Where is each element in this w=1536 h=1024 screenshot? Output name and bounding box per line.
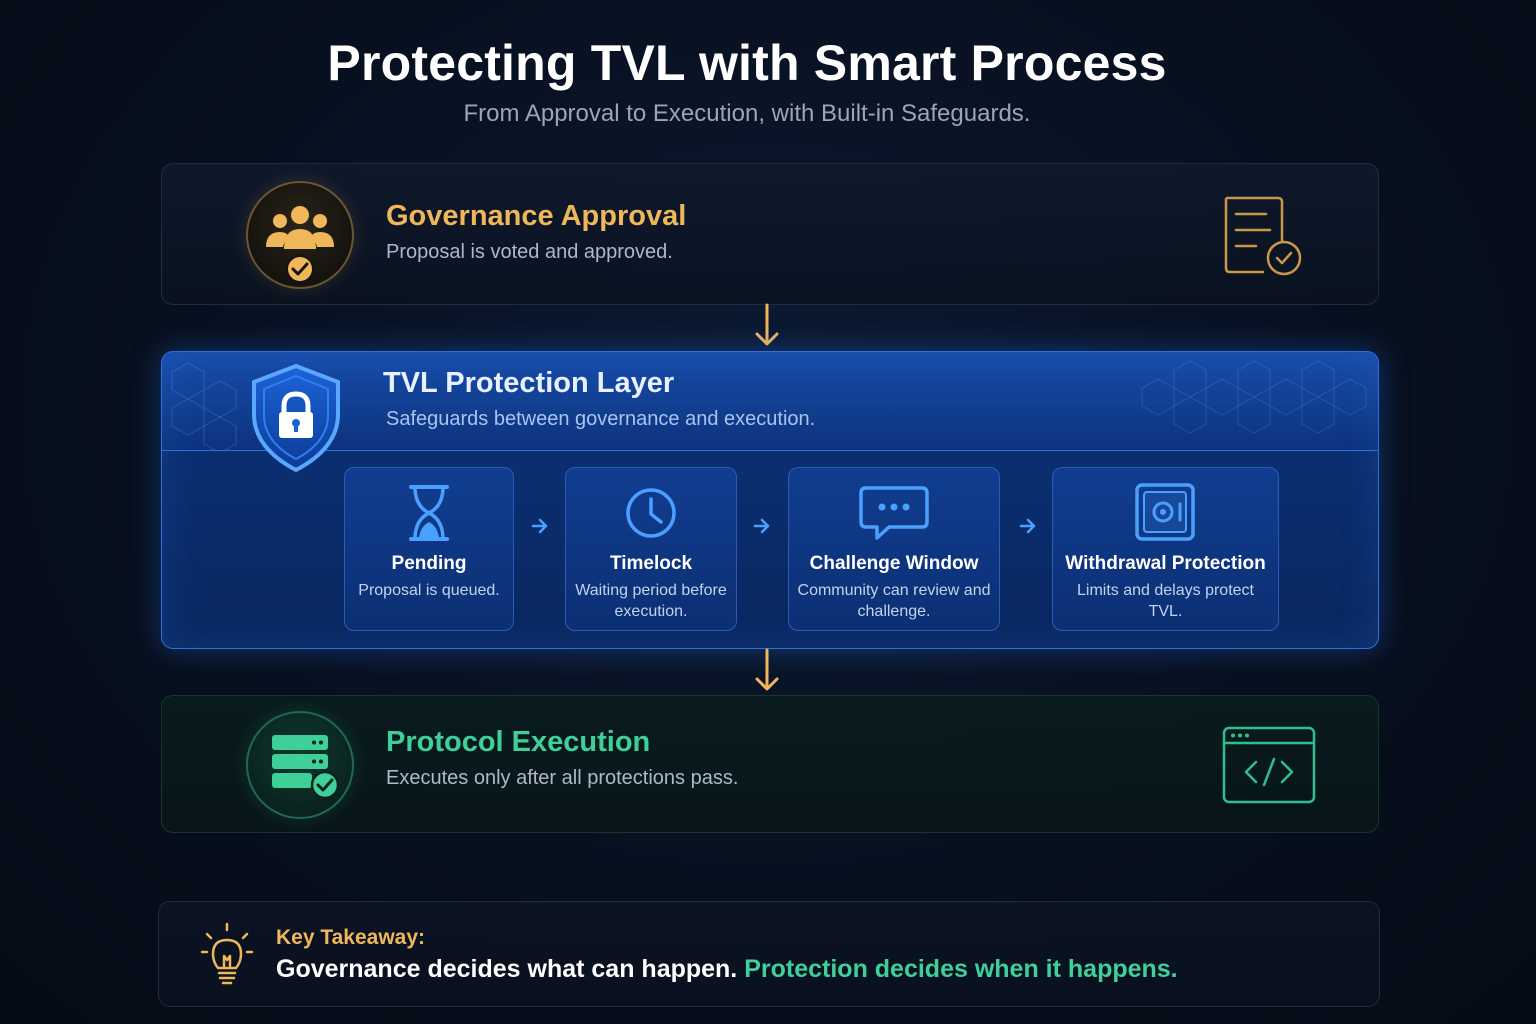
chat-bubble-icon xyxy=(859,486,929,540)
step-description: Limits and delays protect TVL. xyxy=(1077,582,1254,620)
step-challenge-window: Challenge Window Community can review an… xyxy=(788,467,1000,631)
tvl-protection-layer: TVL Protection Layer Safeguards between … xyxy=(161,351,1379,649)
protection-description: Safeguards between governance and execut… xyxy=(386,408,816,430)
step-description: Community can review and challenge. xyxy=(797,582,991,620)
page-subtitle: From Approval to Execution, with Built-i… xyxy=(463,100,1031,127)
execution-description: Executes only after all protections pass… xyxy=(386,767,739,789)
governance-title: Governance Approval xyxy=(386,200,687,232)
down-arrow-icon xyxy=(755,303,779,346)
vault-icon xyxy=(1135,483,1195,541)
step-title: Pending xyxy=(391,553,467,574)
down-arrow-icon xyxy=(755,648,779,691)
step-title: Withdrawal Protection xyxy=(1065,553,1266,574)
key-takeaway-panel: Key Takeaway: Governance decides what ca… xyxy=(158,901,1380,1007)
takeaway-label: Key Takeaway: xyxy=(276,926,426,949)
people-check-icon xyxy=(246,181,354,289)
protocol-execution-card: Protocol Execution Executes only after a… xyxy=(161,695,1379,833)
governance-description: Proposal is voted and approved. xyxy=(386,241,673,263)
lightbulb-icon xyxy=(201,922,253,985)
step-title: Timelock xyxy=(609,553,693,574)
step-pending: Pending Proposal is queued. xyxy=(344,467,514,631)
step-description: Waiting period before execution. xyxy=(575,582,727,620)
protection-header-band xyxy=(162,352,1378,451)
takeaway-text-part1: Governance decides what can happen. xyxy=(276,955,738,983)
protection-title: TVL Protection Layer xyxy=(383,367,675,399)
right-arrow-icon xyxy=(531,518,548,534)
governance-approval-card: Governance Approval Proposal is voted an… xyxy=(161,163,1379,305)
execution-title: Protocol Execution xyxy=(386,726,651,758)
shield-lock-icon xyxy=(252,363,340,473)
right-arrow-icon xyxy=(753,518,770,534)
page-title: Protecting TVL with Smart Process xyxy=(327,35,1167,91)
takeaway-text-part2: Protection decides when it happens. xyxy=(744,955,1178,983)
step-title: Challenge Window xyxy=(809,553,979,574)
step-timelock: Timelock Waiting period before execution… xyxy=(565,467,737,631)
clock-icon xyxy=(626,488,676,538)
server-check-icon xyxy=(246,711,354,819)
hexagon-pattern-left xyxy=(171,362,237,450)
code-window-icon xyxy=(1222,726,1316,809)
document-check-icon xyxy=(1220,194,1306,285)
right-arrow-icon xyxy=(1019,518,1036,534)
hexagon-pattern-right xyxy=(1141,360,1367,434)
step-withdrawal-protection: Withdrawal Protection Limits and delays … xyxy=(1052,467,1279,631)
takeaway-text: Governance decides what can happen. Prot… xyxy=(276,955,1178,984)
hourglass-icon xyxy=(409,485,449,541)
step-description: Proposal is queued. xyxy=(358,582,500,599)
